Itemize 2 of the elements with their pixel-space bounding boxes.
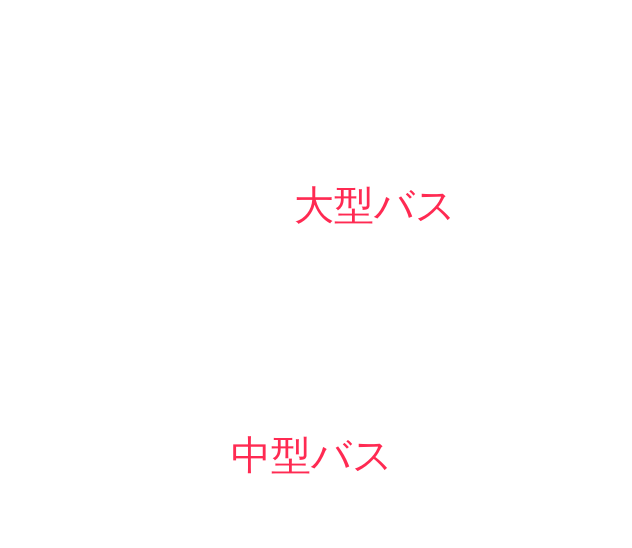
- vehicle-label: 大型バス: [294, 182, 456, 231]
- vehicle-label: 中型バス: [231, 432, 393, 481]
